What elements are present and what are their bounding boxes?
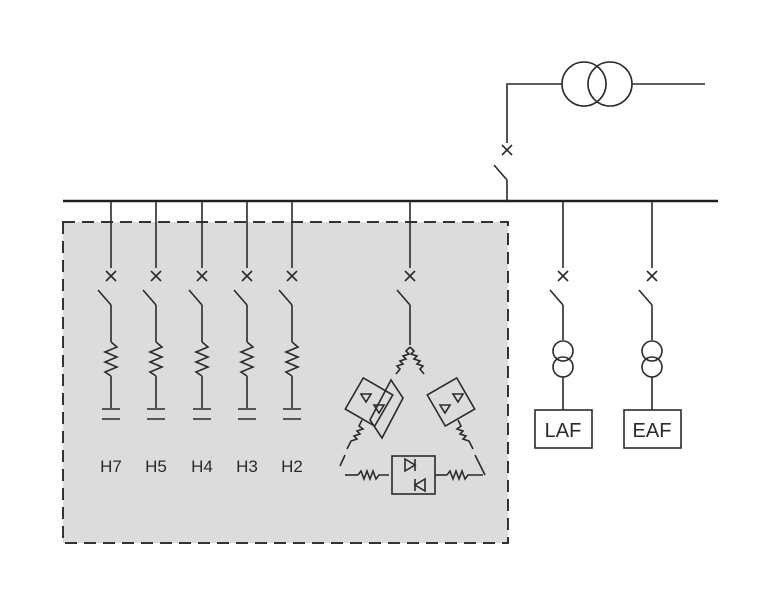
disconnector-icon	[97, 289, 112, 306]
filter-branch: H5	[142, 201, 167, 476]
reactor-icon	[283, 341, 301, 377]
disconnector-icon	[396, 289, 411, 306]
load-label: LAF	[545, 420, 582, 442]
breaker-icon	[286, 270, 298, 282]
tcr-branch	[339, 201, 486, 495]
transformer-winding-1	[561, 61, 607, 107]
disconnector-icon	[638, 289, 653, 306]
transformer-icon	[641, 340, 663, 378]
incoming-line	[506, 83, 562, 143]
breaker-icon	[105, 270, 117, 282]
disconnector-icon	[233, 289, 248, 306]
disconnector-icon	[188, 289, 203, 306]
load-feeder: EAF	[623, 201, 682, 449]
filter-branch: H3	[233, 201, 258, 476]
transformer-winding-2	[587, 61, 633, 107]
disconnector-icon	[278, 289, 293, 306]
capacitor-icon	[283, 408, 301, 420]
disconnector-icon	[493, 164, 508, 181]
breaker-icon	[404, 270, 416, 282]
breaker-icon	[196, 270, 208, 282]
load-label: EAF	[633, 420, 672, 442]
capacitor-icon	[193, 408, 211, 420]
breaker-icon	[646, 270, 658, 282]
reactor-icon	[238, 341, 256, 377]
breaker-icon	[557, 270, 569, 282]
reactor-icon	[102, 341, 120, 377]
breaker-icon	[501, 144, 513, 156]
disconnector-icon	[142, 289, 157, 306]
filter-branch-label: H4	[191, 457, 213, 476]
filter-branch: H4	[188, 201, 213, 476]
capacitor-icon	[238, 408, 256, 420]
capacitor-icon	[102, 408, 120, 420]
filter-branch: H2	[278, 201, 303, 476]
filter-branch-label: H5	[145, 457, 167, 476]
disconnector-icon	[549, 289, 564, 306]
filter-branch: H7	[97, 201, 122, 476]
filter-branch-label: H3	[236, 457, 258, 476]
incoming-feeder	[493, 61, 705, 201]
load-box	[623, 409, 682, 449]
filter-branch-label: H2	[281, 457, 303, 476]
reactor-icon	[147, 341, 165, 377]
breaker-icon	[241, 270, 253, 282]
load-feeder: LAF	[534, 201, 593, 449]
transformer-icon	[552, 340, 574, 378]
delta-reactor-thyristor-icon	[339, 346, 486, 495]
filter-branch-label: H7	[100, 457, 122, 476]
compensation-area	[62, 221, 509, 544]
reactor-icon	[193, 341, 211, 377]
load-box	[534, 409, 593, 449]
capacitor-icon	[147, 408, 165, 420]
breaker-icon	[150, 270, 162, 282]
